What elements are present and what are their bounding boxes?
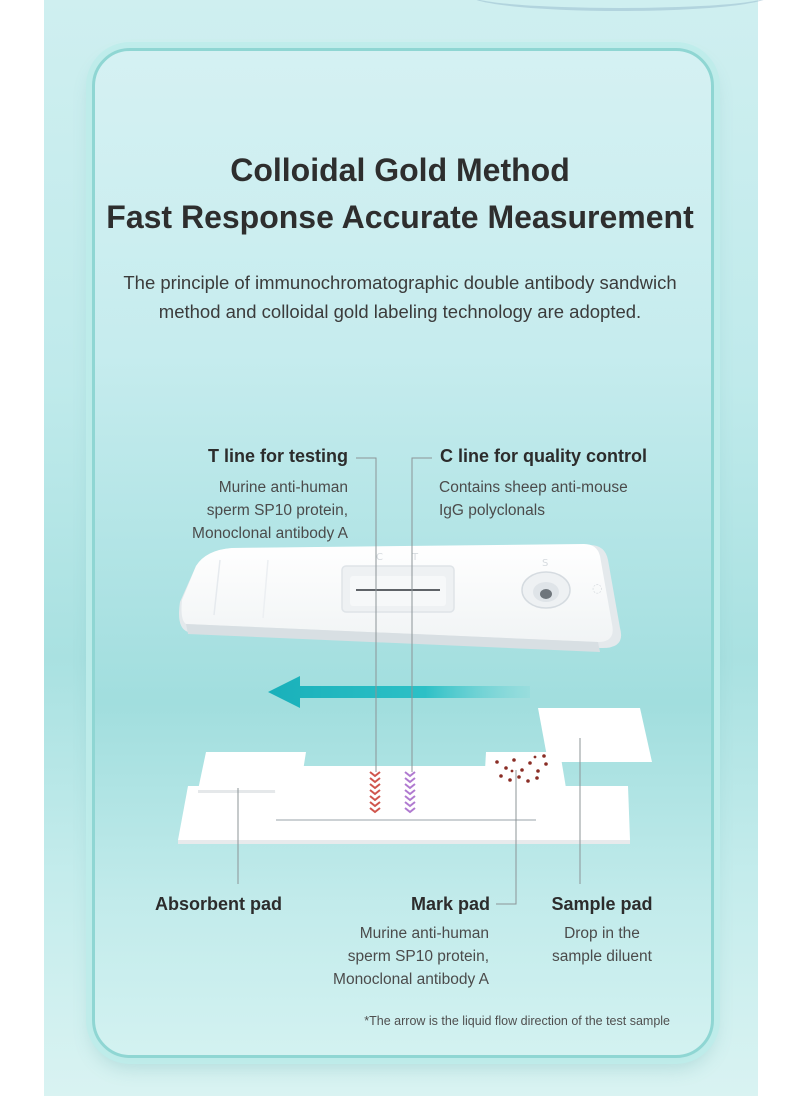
sample-pad-label: Sample pad [551, 894, 653, 914]
strip-components [178, 708, 652, 844]
intro-text: The principle of immunochromatographic d… [100, 268, 700, 326]
gold-particles [495, 754, 548, 783]
absorbent-pad-label: Absorbent pad [155, 894, 283, 914]
t-line-desc-1: Murine anti-human [218, 479, 348, 496]
heading-line-1: Colloidal Gold Method [230, 152, 570, 188]
svg-text:◌: ◌ [592, 581, 602, 595]
svg-text:S: S [542, 558, 548, 569]
mark-pad-desc-3: Monoclonal antibody A [333, 971, 489, 988]
t-line-desc-3: Monoclonal antibody A [192, 525, 348, 542]
t-band [369, 771, 381, 814]
mark-pad-shape [484, 752, 566, 788]
svg-text:T: T [411, 552, 419, 563]
t-line-desc-2: sperm SP10 protein, [206, 502, 348, 519]
c-line-desc-1: Contains sheep anti-mouse [439, 479, 628, 496]
c-line-label: C line for quality control [440, 446, 648, 466]
intro-line-2: method and colloidal gold labeling techn… [158, 301, 642, 322]
t-line-description: Murine anti-human sperm SP10 protein, Mo… [150, 476, 348, 545]
c-line-description: Contains sheep anti-mouse IgG polyclonal… [439, 476, 628, 522]
sample-pad-desc-1: Drop in the [564, 925, 640, 942]
mark-pad-label: Mark pad [410, 894, 490, 914]
t-line-label: T line for testing [207, 446, 348, 466]
c-line-desc-2: IgG polyclonals [439, 502, 545, 519]
decorative-arc [470, 0, 770, 11]
mark-pad-desc-1: Murine anti-human [359, 925, 489, 942]
sample-pad-shape [538, 708, 652, 762]
mark-pad-description: Murine anti-human sperm SP10 protein, Mo… [290, 922, 489, 991]
c-band [404, 771, 416, 814]
intro-line-1: The principle of immunochromatographic d… [123, 272, 677, 293]
svg-text:C: C [376, 552, 383, 563]
mark-pad-desc-2: sperm SP10 protein, [347, 948, 489, 965]
flow-direction-arrow [268, 676, 530, 708]
heading-line-2: Fast Response Accurate Measurement [106, 199, 694, 235]
flow-footnote: *The arrow is the liquid flow direction … [364, 1014, 670, 1028]
leader-lines [237, 457, 581, 905]
sample-pad-desc-2: sample diluent [552, 948, 652, 965]
sample-pad-description: Drop in the sample diluent [536, 922, 668, 968]
test-cassette: C T S ◌ [179, 544, 622, 652]
